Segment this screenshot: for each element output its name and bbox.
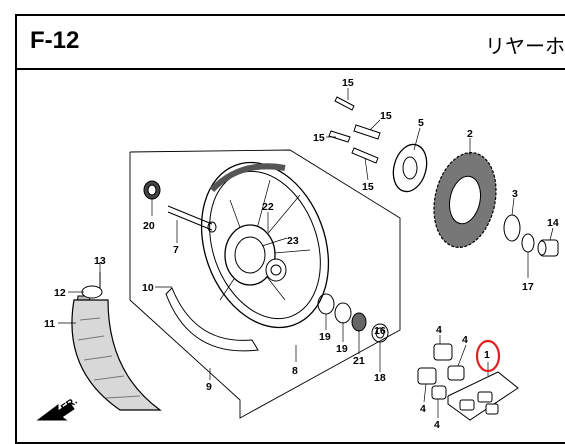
- washer-19a: [317, 293, 335, 315]
- callout-2[interactable]: 2: [467, 128, 473, 140]
- hub: [224, 224, 287, 286]
- callout-11[interactable]: 11: [44, 318, 55, 330]
- callout-22[interactable]: 22: [262, 201, 274, 213]
- callout-13[interactable]: 13: [94, 255, 106, 267]
- callout-labels: 15 15 15 15 5 2 3 14 17 22 23 20 7 13 12…: [44, 77, 559, 431]
- callout-10[interactable]: 10: [142, 282, 154, 294]
- callout-4a[interactable]: 4: [436, 324, 442, 336]
- snap-ring: [503, 214, 521, 242]
- callout-14[interactable]: 14: [547, 217, 559, 229]
- callout-20[interactable]: 20: [143, 220, 155, 232]
- callout-8[interactable]: 8: [292, 365, 298, 377]
- flange: [392, 143, 428, 193]
- damper-rubbers: [417, 343, 465, 400]
- wheel-outline: [129, 149, 401, 419]
- bolts: [328, 96, 381, 164]
- callout-9[interactable]: 9: [206, 381, 212, 393]
- callout-17[interactable]: 17: [522, 281, 534, 293]
- page-code: F-12: [30, 27, 80, 54]
- bearing-21: [351, 312, 367, 332]
- callout-16[interactable]: 16: [374, 325, 386, 337]
- callout-18[interactable]: 18: [374, 372, 386, 384]
- callout-19a[interactable]: 19: [319, 331, 331, 343]
- callout-1[interactable]: 1: [484, 349, 490, 361]
- callout-3[interactable]: 3: [512, 188, 518, 200]
- page-header: F-12 リヤーホ: [17, 16, 565, 70]
- callout-12[interactable]: 12: [54, 287, 66, 299]
- callout-7[interactable]: 7: [173, 244, 179, 256]
- washer-17: [521, 233, 535, 253]
- leader-lines: [58, 88, 554, 418]
- callout-4b[interactable]: 4: [462, 334, 468, 346]
- washer-19b: [334, 302, 352, 324]
- sprocket: [433, 152, 497, 248]
- callout-19b[interactable]: 19: [336, 343, 348, 355]
- callout-4c[interactable]: 4: [420, 403, 426, 415]
- callout-15b[interactable]: 15: [380, 110, 392, 122]
- callout-4d[interactable]: 4: [434, 419, 440, 431]
- callout-15a[interactable]: 15: [342, 77, 354, 89]
- callout-21[interactable]: 21: [353, 355, 365, 367]
- front-arrow: [36, 402, 75, 421]
- callout-15c[interactable]: 15: [313, 132, 325, 144]
- page-title: リヤーホ: [485, 36, 565, 58]
- rim: [200, 161, 330, 329]
- tire: [71, 299, 162, 411]
- rim-band: [165, 287, 259, 352]
- callout-15d[interactable]: 15: [362, 181, 374, 193]
- highlight-ring: [475, 339, 501, 373]
- callout-23[interactable]: 23: [287, 235, 299, 247]
- callout-5[interactable]: 5: [418, 117, 424, 129]
- axle: [167, 205, 213, 231]
